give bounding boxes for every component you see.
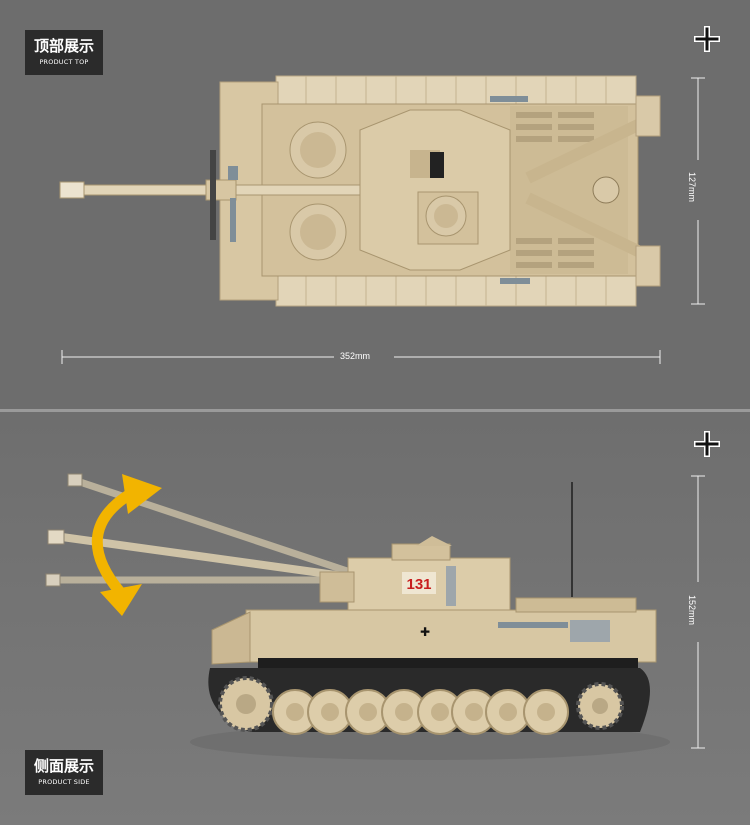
side-view-subtitle: PRODUCT SIDE [38,778,90,786]
balkenkreuz-icon [694,431,720,457]
hull-cross-icon: ✚ [420,625,430,639]
top-dimension-lines [61,77,705,364]
top-view-title: 顶部展示 [33,37,94,55]
top-view-badge: 顶部展示 PRODUCT TOP [25,30,103,75]
tank-top-view [59,75,661,307]
height-dimension: 152mm [687,594,698,626]
length-dimension: 352mm [340,351,371,361]
top-view-subtitle: PRODUCT TOP [39,58,89,66]
turret-number: 131 [406,576,431,593]
top-view-panel: 顶部展示 PRODUCT TOP [0,0,750,410]
width-dimension: 127mm [687,171,698,203]
tank-side-view: 131 ✚ [45,473,670,760]
section-divider [0,409,750,412]
side-dimension-lines [691,475,705,749]
elevation-arrow-icon [91,489,134,596]
balkenkreuz-icon [694,26,720,52]
side-view-badge: 侧面展示 PRODUCT SIDE [25,750,103,795]
side-view-panel: 131 ✚ [0,412,750,825]
side-view-title: 侧面展示 [33,757,94,775]
